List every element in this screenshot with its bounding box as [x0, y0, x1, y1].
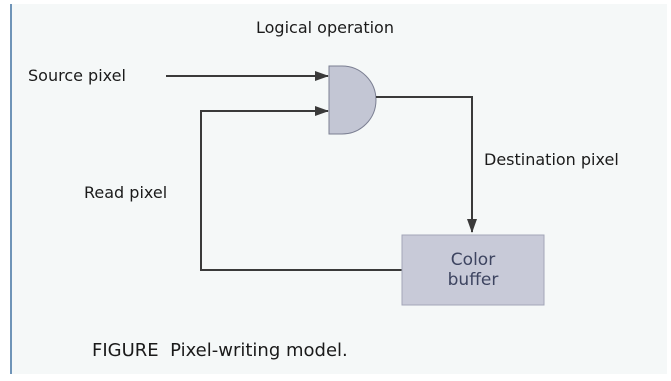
- color-buffer-line-2: buffer: [447, 270, 499, 290]
- color-buffer-box: [401, 234, 545, 306]
- color-buffer-line-1: Color: [450, 250, 496, 270]
- color-buffer-label: Color buffer: [402, 250, 544, 290]
- figure-caption: FIGURE Pixel-writing model.: [92, 340, 348, 361]
- destination-pixel-arrow: [376, 96, 477, 233]
- destination-pixel-label: Destination pixel: [484, 150, 619, 169]
- read-pixel-feedback-line: [200, 106, 402, 271]
- caption-prefix: FIGURE: [92, 340, 159, 361]
- caption-text: Pixel-writing model.: [170, 340, 348, 361]
- logical-operation-label: Logical operation: [256, 18, 394, 37]
- and-gate-icon: [328, 65, 377, 135]
- source-pixel-label: Source pixel: [28, 66, 126, 85]
- read-pixel-label: Read pixel: [84, 183, 168, 202]
